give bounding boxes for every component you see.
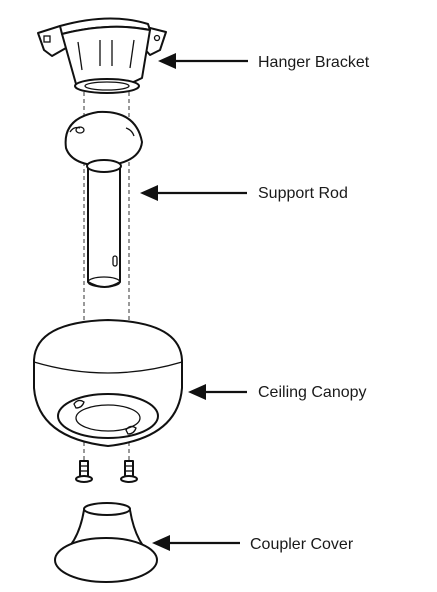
screw-right — [120, 460, 138, 483]
label-support-rod: Support Rod — [258, 185, 348, 202]
label-coupler-cover: Coupler Cover — [250, 536, 354, 553]
hanger-bracket-part — [37, 17, 167, 94]
label-ceiling-canopy: Ceiling Canopy — [258, 384, 367, 401]
support-rod-part — [64, 110, 143, 288]
arrow-support-rod — [140, 185, 247, 201]
screws — [75, 460, 138, 483]
ceiling-canopy-part — [33, 319, 183, 447]
screw-left — [75, 460, 93, 483]
arrow-ceiling-canopy — [188, 384, 247, 400]
coupler-cover-part — [54, 502, 158, 583]
arrow-hanger-bracket — [158, 53, 248, 69]
arrow-coupler-cover — [152, 535, 240, 551]
label-hanger-bracket: Hanger Bracket — [258, 54, 370, 71]
